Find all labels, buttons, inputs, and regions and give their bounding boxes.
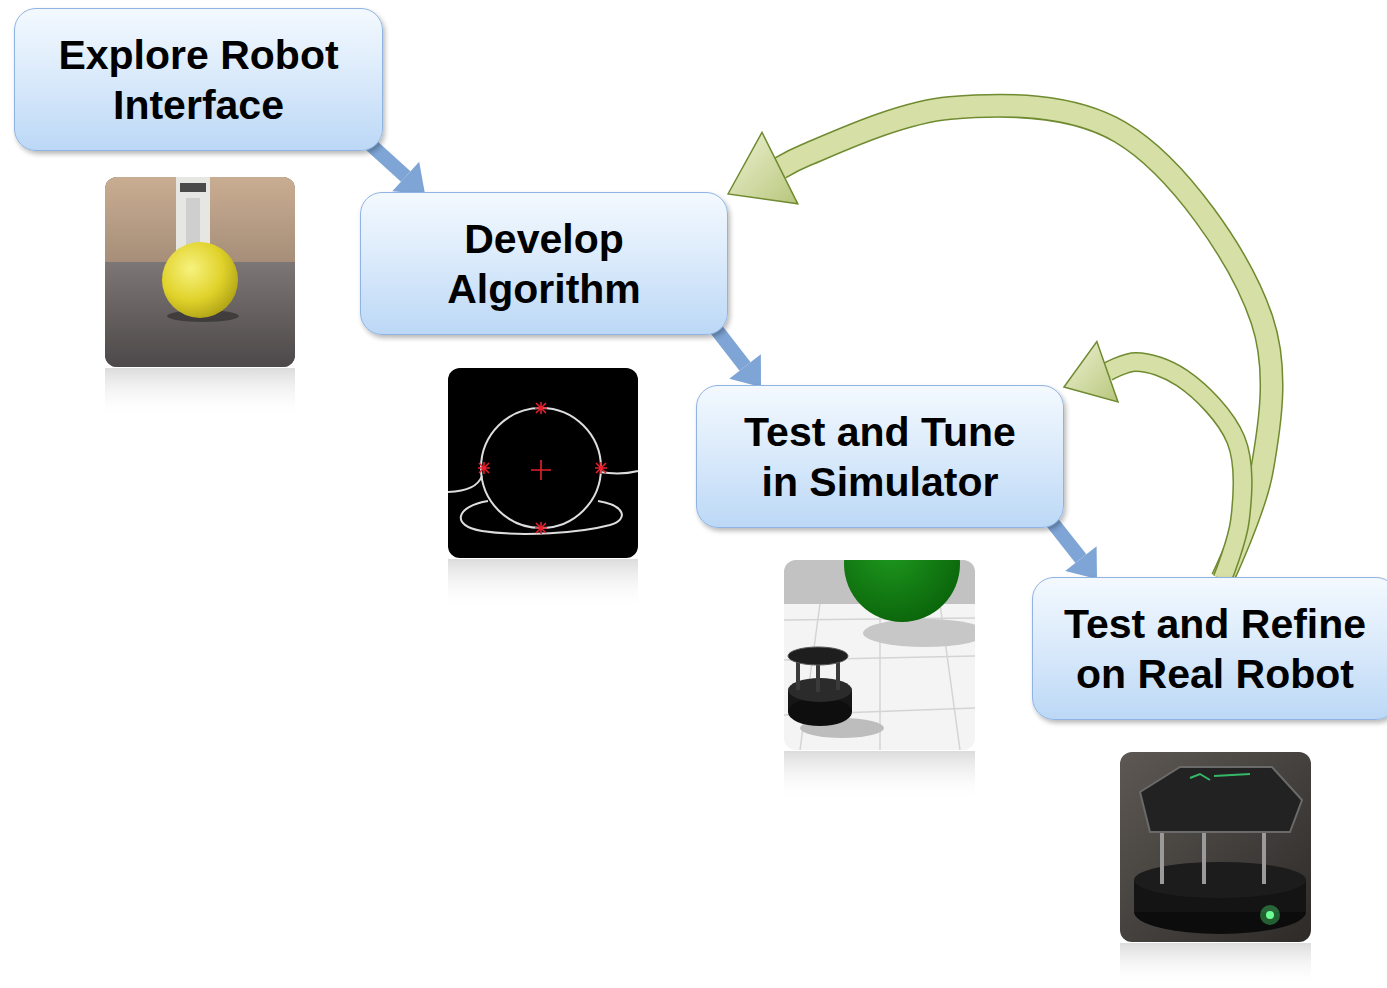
robot-photo [1120, 752, 1311, 942]
process-box: Develop Algorithm [360, 192, 728, 335]
led-glow [1260, 905, 1280, 925]
flow-arrow [716, 329, 761, 387]
circle-detection [448, 368, 638, 558]
edge-markers [478, 402, 607, 534]
process-box: Test and Refine on Real Robot [1032, 577, 1387, 720]
box-label: Develop Algorithm [394, 214, 694, 314]
arrow-band-outline [1107, 362, 1242, 579]
box-content: Develop Algorithm [394, 214, 694, 314]
box-content: Test and Refine on Real Robot [1050, 599, 1380, 699]
robot-top-plate [1140, 767, 1302, 832]
reflection [784, 751, 975, 801]
marker [535, 402, 547, 414]
ball-shadow [863, 619, 975, 647]
yellow-ball [162, 242, 238, 318]
marker [478, 462, 490, 474]
contour [448, 476, 482, 492]
box-content: Explore Robot Interface [39, 30, 359, 130]
robot-logo [1190, 774, 1250, 780]
arrow-head [1065, 546, 1097, 579]
reflection [448, 559, 638, 609]
box-label: Explore Robot Interface [39, 30, 359, 130]
photo-carpet [1120, 752, 1311, 942]
arrow-head [728, 132, 798, 204]
marker [535, 522, 547, 534]
process-box: Test and Tune in Simulator [696, 385, 1064, 528]
simulator-view [784, 560, 975, 750]
detection-ground [448, 368, 638, 558]
photo-door-detail [180, 183, 206, 192]
robot-post [1202, 832, 1206, 884]
arrow-shaft [716, 329, 745, 366]
flow-arrow [371, 145, 425, 194]
marker [595, 462, 607, 474]
reflection [105, 368, 295, 418]
arrow-head [1064, 342, 1118, 402]
robot-top [788, 647, 848, 665]
robot-base [788, 698, 852, 726]
arrow-head [729, 354, 761, 387]
reflection [1120, 943, 1311, 987]
box-label: Test and Tune in Simulator [730, 407, 1030, 507]
process-box: Explore Robot Interface [14, 8, 383, 151]
ball-photo [105, 177, 295, 367]
center-marker [531, 460, 551, 480]
green-ball [844, 560, 960, 622]
arrow-shaft [371, 145, 406, 177]
photo-ground [105, 177, 295, 367]
robot-post [1160, 828, 1164, 884]
flow-arrow [1052, 522, 1097, 579]
robot-plate [1134, 862, 1306, 898]
robot-post [1262, 830, 1266, 884]
arrow-band [1107, 362, 1242, 579]
led [1266, 911, 1274, 919]
box-label: Test and Refine on Real Robot [1050, 599, 1380, 699]
box-content: Test and Tune in Simulator [730, 407, 1030, 507]
flow-arrow [1064, 342, 1243, 579]
contour [461, 501, 622, 534]
arrow-head [392, 162, 425, 194]
arrow-shaft [1052, 522, 1081, 559]
detected-circle [481, 408, 601, 528]
